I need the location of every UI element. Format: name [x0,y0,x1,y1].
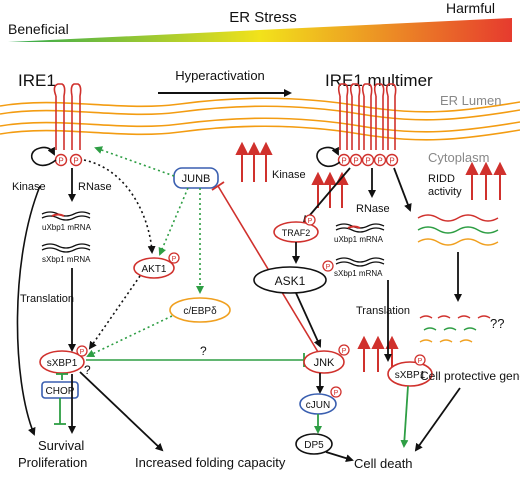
right-sxbp1-label: sXbp1 mRNA [334,269,383,278]
ridd-target-mrnas [417,214,499,246]
ire1-title: IRE1 [18,71,56,90]
chop-node: CHOP [41,381,79,399]
er-membrane [0,97,520,141]
sxbp1-to-folding-arrow [79,371,164,452]
phospho-label: P [58,157,63,166]
ridd-up-arrows [465,161,507,200]
svg-text:JNK: JNK [314,357,335,369]
ridd-label-line1: RIDD [428,173,455,185]
akt1-to-sxbp1-arrow [88,275,141,350]
svg-text:P: P [389,157,394,166]
multimer-phospho-sites: P P P P P [337,153,399,167]
svg-text:P: P [80,349,85,356]
svg-text:P: P [341,157,346,166]
cytoplasm-label: Cytoplasm [428,150,489,165]
ire1-phospho-sites: P P [54,153,83,167]
left-sxbp1-node: sXBP1 P [39,345,88,374]
traf2-node: TRAF2 P [273,214,319,243]
ridd-question-marks: ?? [490,316,504,331]
jnk-node: JNK P [303,344,350,374]
svg-text:P: P [308,218,313,225]
ire1-multimer-receptor [337,83,397,150]
jnk-up-arrows [357,335,399,372]
left-sxbp1-mrna [41,243,91,253]
svg-text:P: P [334,390,339,397]
ire1-to-akt1-arrow [83,159,156,254]
protective-to-death-arrow [414,387,461,452]
er-stress-label: ER Stress [229,9,297,26]
stress-gradient-wedge [8,18,512,42]
chop-question-mark: ? [84,363,91,377]
cjun-node: cJUN P [299,386,342,415]
center-question-mark: ? [200,344,207,358]
svg-text:JUNB: JUNB [182,173,211,185]
dp5-to-death-arrow [325,451,354,463]
left-sxbp1-label: sXbp1 mRNA [42,255,91,264]
ask1-to-jnk-arrow [295,292,322,348]
right-kinase-loop [316,146,341,168]
ridd-label-line2: activity [428,186,462,198]
left-uxbp1-label: uXbp1 mRNA [42,223,92,232]
left-translation-label: Translation [20,293,74,305]
cebp-delta-node: c/EBPδ [169,297,231,323]
dp5-node: DP5 [295,433,333,455]
right-translation-label: Translation [356,305,410,317]
degraded-mrna-fragments [419,315,491,343]
junb-to-akt1-arrow [158,187,189,256]
svg-text:c/EBPδ: c/EBPδ [183,306,217,317]
left-rnase-label: RNase [78,181,112,193]
kinase-to-survival-arrow [16,185,41,436]
right-uxbp1-mrna [335,223,385,233]
phospho-label: P [73,157,78,166]
hyperactivation-label: Hyperactivation [175,68,265,83]
right-sxbp1-to-death-arrow [400,385,409,448]
ire1-multimer-title: IRE1 multimer [325,71,433,90]
svg-text:AKT1: AKT1 [141,264,166,275]
cebp-to-sxbp1-arrow [86,315,173,358]
left-kinase-label: Kinase [12,181,46,193]
svg-text:ASK1: ASK1 [275,274,306,288]
svg-text:P: P [353,157,358,166]
svg-text:P: P [342,348,347,355]
survival-label: Survival [38,438,84,453]
right-sxbp1-node: sXBP1 P [387,354,433,387]
svg-text:sXBP1: sXBP1 [395,370,426,381]
right-rnase-label: RNase [356,203,390,215]
svg-text:TRAF2: TRAF2 [282,228,311,238]
stress-header: Beneficial ER Stress Harmful [8,0,512,42]
right-uxbp1-label: uXbp1 mRNA [334,235,384,244]
left-uxbp1-mrna [41,211,91,221]
cell-death-label: Cell death [354,456,413,471]
er-lumen-label: ER Lumen [440,93,501,108]
svg-text:CHOP: CHOP [46,386,75,397]
proliferation-label: Proliferation [18,455,87,470]
svg-text:DP5: DP5 [304,440,324,451]
folding-capacity-label: Increased folding capacity [135,455,286,470]
right-kinase-label: Kinase [272,169,306,181]
svg-text:P: P [418,358,423,365]
junb-to-ire1-arrow [94,146,175,177]
phospho-site [69,153,83,167]
junb-node: JUNB [173,167,219,189]
harmful-label: Harmful [446,0,495,16]
right-sxbp1-mrna [335,257,385,267]
cell-protective-genes-label: Cell protective genes [420,369,520,383]
ridd-arrow [393,167,412,212]
left-kinase-loop [30,146,57,167]
akt1-node: AKT1 P [133,252,180,279]
svg-text:P: P [377,157,382,166]
svg-text:cJUN: cJUN [306,400,330,411]
ask1-node: ASK1 P [253,260,334,294]
beneficial-label: Beneficial [8,21,69,37]
svg-text:P: P [172,256,177,263]
kinase-up-arrows [235,141,273,182]
svg-text:sXBP1: sXBP1 [47,358,78,369]
svg-text:P: P [365,157,370,166]
ire1-dimer-receptor [53,83,82,150]
ire1-to-traf2-arrow [302,167,351,224]
inhibition-bar [211,181,225,191]
svg-text:P: P [326,264,331,271]
